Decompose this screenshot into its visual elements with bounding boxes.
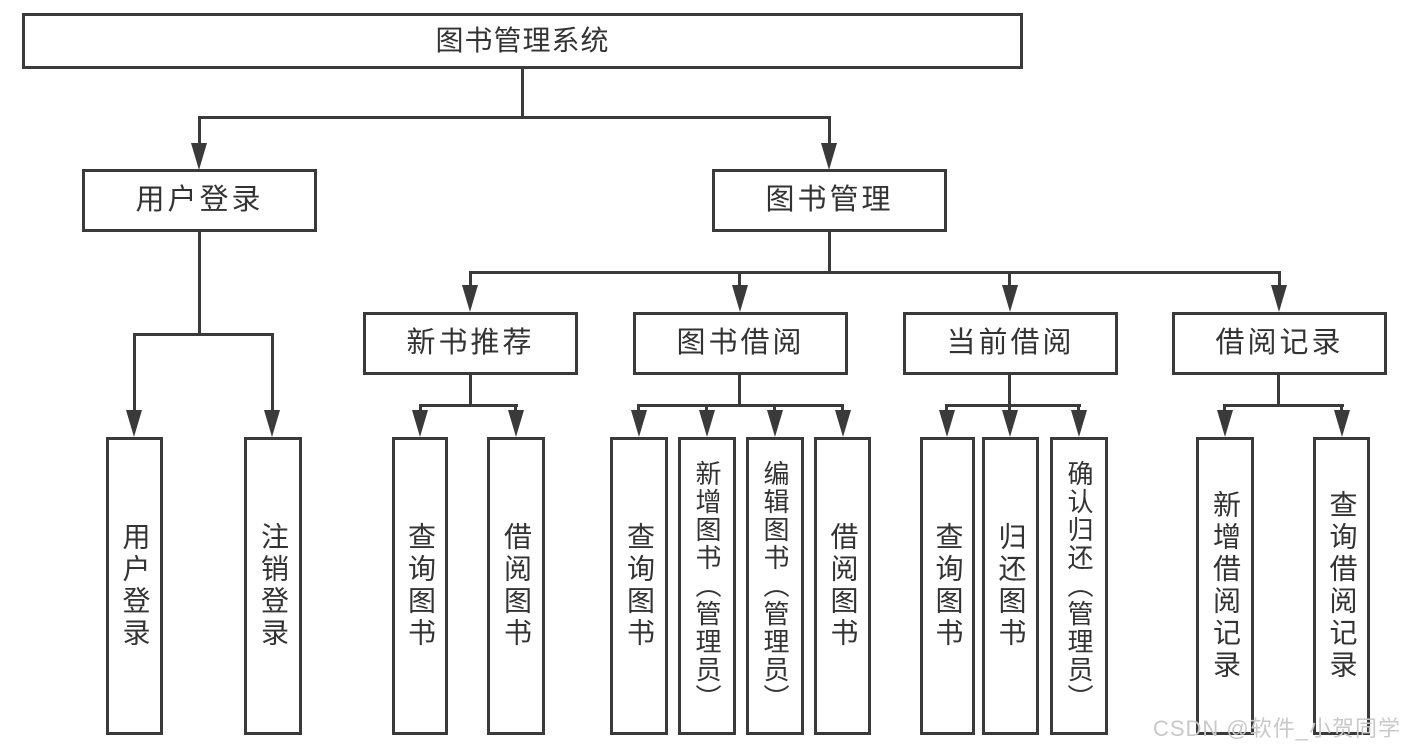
connector-borrow-records-stub bbox=[1277, 375, 1280, 407]
arrowhead-down-icon bbox=[1002, 410, 1018, 437]
connector-stem bbox=[133, 333, 136, 413]
connector-stem bbox=[419, 404, 422, 413]
connector-stem bbox=[773, 404, 776, 413]
leaf-label: 确认归还（管理员） bbox=[1064, 460, 1094, 712]
connector-current-borrow-rail bbox=[945, 404, 1081, 407]
node-new-book-recommend: 新书推荐 bbox=[363, 312, 578, 375]
connector-book-borrow-rail bbox=[637, 404, 844, 407]
node-label: 图书借阅 bbox=[676, 327, 805, 359]
leaf-return-books: 归还图书 bbox=[982, 437, 1039, 735]
node-label: 借阅记录 bbox=[1215, 327, 1344, 359]
leaf-label: 查询借阅记录 bbox=[1326, 490, 1358, 682]
connector-stem bbox=[469, 271, 472, 288]
connector-stem bbox=[198, 116, 201, 146]
arrowhead-down-icon bbox=[767, 410, 783, 437]
leaf-label: 新增借阅记录 bbox=[1210, 490, 1241, 682]
leaf-query-books-current: 查询图书 bbox=[920, 437, 975, 735]
leaf-borrow-books-recommend: 借阅图书 bbox=[487, 437, 545, 735]
connector-user-login-rail bbox=[133, 333, 274, 336]
arrowhead-down-icon bbox=[412, 410, 428, 437]
arrowhead-down-icon bbox=[631, 410, 647, 437]
arrowhead-down-icon bbox=[1334, 410, 1350, 437]
arrowhead-down-icon bbox=[1217, 410, 1233, 437]
leaf-query-borrow-record: 查询借阅记录 bbox=[1313, 437, 1370, 735]
connector-stem bbox=[738, 271, 741, 288]
connector-stem bbox=[705, 404, 708, 413]
leaf-label: 查询图书 bbox=[932, 522, 964, 650]
connector-root-stub bbox=[521, 69, 524, 118]
connector-current-borrow-stub bbox=[1008, 375, 1011, 407]
node-library-system: 图书管理系统 bbox=[22, 13, 1023, 69]
leaf-user-login: 用户登录 bbox=[106, 437, 163, 735]
connector-stem bbox=[271, 333, 274, 413]
arrowhead-down-icon bbox=[1271, 285, 1287, 312]
leaf-query-books-borrow: 查询图书 bbox=[610, 437, 668, 735]
leaf-label: 归还图书 bbox=[995, 522, 1027, 650]
arrowhead-down-icon bbox=[264, 410, 280, 437]
connector-level2-rail bbox=[198, 116, 831, 119]
leaf-label: 编辑图书（管理员） bbox=[760, 460, 790, 712]
leaf-edit-book-admin: 编辑图书（管理员） bbox=[746, 437, 804, 735]
node-current-borrowing: 当前借阅 bbox=[903, 312, 1118, 375]
arrowhead-down-icon bbox=[835, 410, 851, 437]
arrowhead-down-icon bbox=[1002, 285, 1018, 312]
arrowhead-down-icon bbox=[699, 410, 715, 437]
connector-stem bbox=[1077, 404, 1080, 413]
connector-book-mgmt-stub bbox=[828, 232, 831, 274]
leaf-label: 借阅图书 bbox=[827, 522, 859, 650]
leaf-label: 查询图书 bbox=[405, 522, 436, 650]
node-label: 图书管理 bbox=[765, 184, 894, 216]
node-label: 新书推荐 bbox=[406, 327, 535, 359]
connector-book-borrow-stub bbox=[738, 375, 741, 407]
connector-stem bbox=[1008, 271, 1011, 288]
arrowhead-down-icon bbox=[1071, 410, 1087, 437]
arrowhead-down-icon bbox=[732, 285, 748, 312]
leaf-logout: 注销登录 bbox=[244, 437, 302, 735]
arrowhead-down-icon bbox=[191, 143, 207, 170]
connector-stem bbox=[828, 116, 831, 146]
connector-stem bbox=[1223, 404, 1226, 413]
arrowhead-down-icon bbox=[126, 410, 142, 437]
connector-stem bbox=[637, 404, 640, 413]
leaf-borrow-books: 借阅图书 bbox=[814, 437, 871, 735]
connector-stem bbox=[841, 404, 844, 413]
connector-user-login-stub bbox=[198, 232, 201, 336]
leaf-label: 注销登录 bbox=[258, 522, 289, 650]
csdn-watermark: CSDN @软件_小贺同学 bbox=[1152, 716, 1401, 741]
node-label: 用户登录 bbox=[135, 184, 264, 216]
connector-new-books-rail bbox=[419, 404, 518, 407]
leaf-add-borrow-record: 新增借阅记录 bbox=[1196, 437, 1254, 735]
connector-stem bbox=[1278, 271, 1281, 288]
leaf-add-book-admin: 新增图书（管理员） bbox=[678, 437, 736, 735]
connector-stem bbox=[1008, 404, 1011, 413]
connector-stem bbox=[945, 404, 948, 413]
leaf-query-books-recommend: 查询图书 bbox=[392, 437, 448, 735]
leaf-confirm-return-admin: 确认归还（管理员） bbox=[1050, 437, 1108, 735]
connector-level3-rail bbox=[469, 271, 1281, 274]
connector-borrow-records-rail bbox=[1223, 404, 1344, 407]
connector-new-books-stub bbox=[469, 375, 472, 407]
leaf-label: 查询图书 bbox=[624, 522, 655, 650]
leaf-label: 新增图书（管理员） bbox=[692, 460, 722, 712]
arrowhead-down-icon bbox=[508, 410, 524, 437]
node-book-management: 图书管理 bbox=[712, 169, 947, 232]
arrowhead-down-icon bbox=[939, 410, 955, 437]
node-label: 图书管理系统 bbox=[435, 25, 610, 56]
node-borrowing-records: 借阅记录 bbox=[1172, 312, 1387, 375]
node-book-borrowing: 图书借阅 bbox=[633, 312, 848, 375]
connector-stem bbox=[514, 404, 517, 413]
leaf-label: 用户登录 bbox=[119, 522, 151, 650]
arrowhead-down-icon bbox=[462, 285, 478, 312]
connector-stem bbox=[1340, 404, 1343, 413]
node-label: 当前借阅 bbox=[946, 327, 1075, 359]
arrowhead-down-icon bbox=[821, 143, 837, 170]
leaf-label: 借阅图书 bbox=[501, 522, 532, 650]
node-user-login: 用户登录 bbox=[82, 169, 317, 232]
